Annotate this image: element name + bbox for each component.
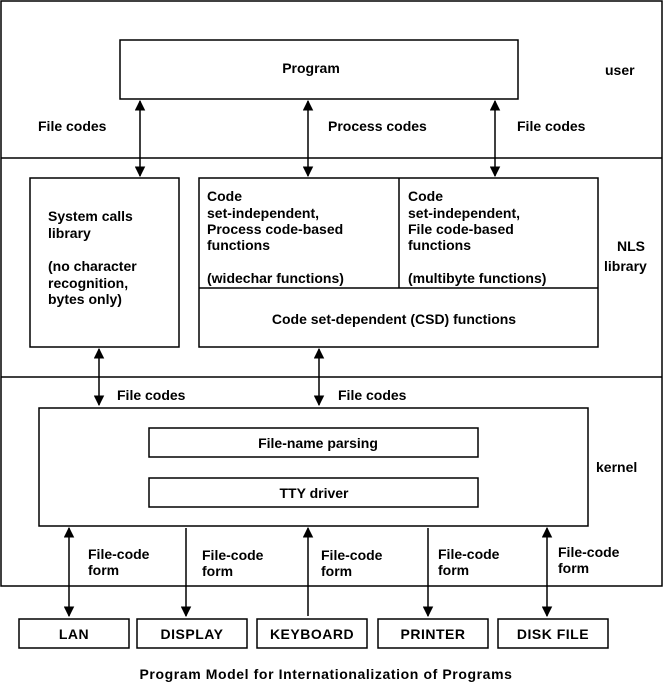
file-name-parsing-box — [148, 427, 479, 458]
process-functions-line: functions — [207, 237, 270, 253]
syscalls-line: bytes only) — [48, 291, 122, 307]
device-keyboard: KEYBOARD — [256, 618, 368, 649]
device-edge-label: form — [88, 562, 119, 578]
syscalls-line: (no character — [48, 258, 137, 274]
edge-label-file-codes-right: File codes — [517, 118, 586, 134]
syscalls-line: System calls — [48, 208, 133, 224]
layer-label-user: user — [605, 62, 635, 78]
csd-functions-label: Code set-dependent (CSD) functions — [272, 311, 516, 327]
device-label-keyboard: KEYBOARD — [270, 626, 354, 642]
device-edge-label: form — [558, 560, 589, 576]
file-functions-line: (multibyte functions) — [408, 270, 546, 286]
layer-label-library: library — [604, 258, 647, 274]
process-functions-line: (widechar functions) — [207, 270, 344, 286]
edge-label-file-codes-left: File codes — [38, 118, 107, 134]
syscalls-library-text: System calls library (no character recog… — [48, 208, 137, 307]
program-label: Program — [282, 60, 340, 76]
kernel-box — [38, 407, 589, 527]
outer-frame — [0, 0, 663, 587]
device-display: DISPLAY — [136, 618, 248, 649]
device-edge-label: File-code — [321, 547, 383, 563]
edge-label-kernel-file-codes-left: File codes — [117, 387, 186, 403]
device-box-display — [136, 618, 248, 649]
device-box-keyboard — [256, 618, 368, 649]
process-functions-line: set-independent, — [207, 205, 319, 221]
layer-label-nls: NLS — [617, 238, 645, 254]
layer-label-kernel: kernel — [596, 459, 637, 475]
device-edge-label: File-code — [88, 546, 150, 562]
device-box-disk-file — [497, 618, 609, 649]
device-disk-file: DISK FILE — [497, 618, 609, 649]
edge-label-kernel-file-codes-right: File codes — [338, 387, 407, 403]
device-edge-label: File-code — [202, 547, 264, 563]
device-label-display: DISPLAY — [161, 626, 224, 642]
edge-label-process-codes: Process codes — [328, 118, 427, 134]
device-edge-label: form — [202, 563, 233, 579]
file-name-parsing-label: File-name parsing — [258, 435, 378, 451]
layer-frame — [0, 0, 663, 587]
tty-driver-box — [148, 477, 479, 508]
device-label-printer: PRINTER — [401, 626, 466, 642]
device-edge-label: form — [321, 563, 352, 579]
process-code-functions-text: Code set-independent, Process code-based… — [207, 188, 344, 286]
device-edge-label: File-code — [438, 546, 500, 562]
syscalls-line: recognition, — [48, 275, 128, 291]
file-functions-line: set-independent, — [408, 205, 520, 221]
syscalls-line: library — [48, 225, 91, 241]
device-printer: PRINTER — [377, 618, 489, 649]
file-functions-line: File code-based — [408, 221, 514, 237]
device-box-lan — [18, 618, 130, 649]
device-label-disk-file: DISK FILE — [517, 626, 589, 642]
figure-caption: Program Model for Internationalization o… — [139, 666, 512, 682]
file-code-functions-text: Code set-independent, File code-based fu… — [408, 188, 546, 286]
device-edge-label: File-code — [558, 544, 620, 560]
device-box-printer — [377, 618, 489, 649]
program-box — [119, 39, 519, 100]
tty-driver-label: TTY driver — [280, 485, 350, 501]
process-functions-line: Process code-based — [207, 221, 343, 237]
file-functions-line: functions — [408, 237, 471, 253]
file-functions-line: Code — [408, 188, 443, 204]
device-lan: LAN — [18, 618, 130, 649]
syscalls-library-box — [29, 177, 180, 348]
process-functions-line: Code — [207, 188, 242, 204]
device-label-lan: LAN — [59, 626, 89, 642]
device-edge-label: form — [438, 562, 469, 578]
